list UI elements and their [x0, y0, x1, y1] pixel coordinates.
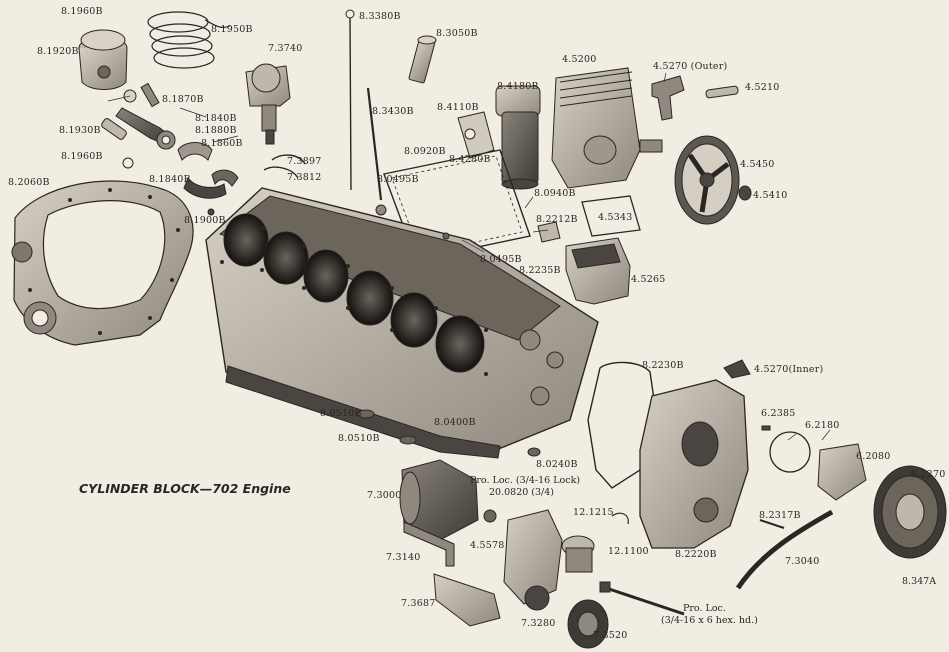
- piston-ring-set: [147, 11, 231, 69]
- dipstick-part: [345, 9, 387, 216]
- part-label-8-0920b: 8.0920B: [404, 146, 446, 157]
- front-cover-part: [639, 359, 751, 549]
- cylinder-block-part: [205, 187, 599, 459]
- bracket-part: [503, 509, 563, 605]
- part-label-8-2317b: 8.2317B: [759, 510, 801, 521]
- part-label-7-3140: 7.3140: [386, 552, 421, 563]
- diagram-title: CYLINDER BLOCK—702 Engine: [79, 481, 291, 496]
- part-label-6-2080: 6.2080: [856, 451, 891, 462]
- part-label-4-5343: 4.5343: [598, 212, 633, 223]
- pro-loc-bolt-note-line2: (3/4-16 x 6 hex. hd.): [661, 615, 758, 626]
- part-label-8-4110b: 8.4110B: [437, 102, 479, 113]
- part-label-4-5270-outer: 4.5270 (Outer): [653, 61, 728, 72]
- part-label-7-3520: 7.3520: [593, 630, 628, 641]
- wrist-pin-part: [101, 118, 127, 140]
- plate-part: [537, 195, 641, 243]
- compressor-bracket-part: [651, 75, 739, 121]
- part-label-8-1930b: 8.1930B: [59, 125, 101, 136]
- part-label-8-3050b: 8.3050B: [436, 28, 478, 39]
- pro-loc-bolt-note-line1: Pro. Loc.: [683, 603, 726, 614]
- fuel-pump-part: [561, 512, 629, 573]
- part-label-8-1900b: 8.1900B: [184, 215, 226, 226]
- part-label-7-3740: 7.3740: [268, 43, 303, 54]
- part-label-8-0940b: 8.0940B: [534, 188, 576, 199]
- pro-loc-lock-note-line2: 20.0820 (3/4): [489, 487, 555, 498]
- part-label-4-5410: 4.5410: [753, 190, 788, 201]
- generator-strap-part: [403, 521, 501, 627]
- part-label-8-2235b: 8.2235B: [519, 265, 561, 276]
- part-label-8-2060b: 8.2060B: [8, 177, 50, 188]
- part-label-8-3430b: 8.3430B: [372, 106, 414, 117]
- part-label-8-2220b: 8.2220B: [675, 549, 717, 560]
- air-compressor-part: [551, 67, 663, 189]
- part-label-8-1840b-a: 8.1840B: [195, 113, 237, 124]
- part-label-6-2180: 6.2180: [805, 420, 840, 431]
- part-label-7-3687: 7.3687: [401, 598, 436, 609]
- compressor-pulley-part: [674, 135, 752, 225]
- generator-part: [399, 459, 497, 541]
- part-label-8-2212b: 8.2212B: [536, 214, 578, 225]
- part-label-8-2230b: 8.2230B: [642, 360, 684, 371]
- part-label-6-2270: 6.2270: [911, 469, 946, 480]
- bell-housing-part: [11, 180, 194, 346]
- part-label-8-1860b: 8.1860B: [201, 138, 243, 149]
- connecting-rod-part: [115, 82, 176, 150]
- part-label-7-3812: 7.3812: [287, 172, 322, 183]
- part-label-8-1840b-b: 8.1840B: [149, 174, 191, 185]
- fan-pulley-part: [873, 465, 947, 559]
- part-label-8-0510b-b: 8.0510B: [338, 433, 380, 444]
- part-label-4-5210: 4.5210: [745, 82, 780, 93]
- part-label-12-1100: 12.1100: [608, 546, 649, 557]
- snap-ring-part: [122, 157, 215, 216]
- front-cover-gasket-part: [587, 361, 661, 489]
- housing-part: [565, 237, 631, 305]
- part-label-8-3380b: 8.3380B: [359, 11, 401, 22]
- part-label-8-1950b: 8.1950B: [211, 24, 253, 35]
- part-label-6-2385: 6.2385: [761, 408, 796, 419]
- part-label-7-3040: 7.3040: [785, 556, 820, 567]
- piston-part: [78, 29, 128, 90]
- oil-filter-part: [457, 85, 541, 190]
- part-label-8-1880b: 8.1880B: [195, 125, 237, 136]
- leader-lines: [107, 72, 831, 441]
- part-label-12-1215: 12.1215: [573, 507, 614, 518]
- part-label-8-0240b: 8.0240B: [536, 459, 578, 470]
- part-label-7-3280: 7.3280: [521, 618, 556, 629]
- part-label-8-4180b: 8.4180B: [497, 81, 539, 92]
- part-label-8-0495b-b: 8.0495B: [480, 254, 522, 265]
- part-label-8-1960b: 8.1960B: [61, 6, 103, 17]
- oil-filler-part: [408, 35, 437, 84]
- part-label-7-3000: 7.3000: [367, 490, 402, 501]
- part-label-8-0495b-a: 8.0495B: [377, 174, 419, 185]
- pro-loc-lock-note-line1: Pro. Loc. (3/4-16 Lock): [470, 475, 581, 486]
- part-label-7-3897: 7.3897: [287, 156, 322, 167]
- part-label-4-5200: 4.5200: [562, 54, 597, 65]
- part-label-4-5265: 4.5265: [631, 274, 666, 285]
- bolt-part: [599, 581, 685, 616]
- part-label-8-4280b: 8.4280B: [449, 154, 491, 165]
- distributor-part: [245, 63, 306, 179]
- part-label-4-5450: 4.5450: [740, 159, 775, 170]
- part-label-8-0400b: 8.0400B: [434, 417, 476, 428]
- part-label-8-1960b-b: 8.1960B: [61, 151, 103, 162]
- part-label-8-0510b-a: 8.0510B: [320, 408, 362, 419]
- water-pump-part: [761, 425, 867, 501]
- part-label-8-1920b: 8.1920B: [37, 46, 79, 57]
- figure-number: 8.347A: [902, 576, 937, 587]
- part-label-8-1870b: 8.1870B: [162, 94, 204, 105]
- drive-gear-part: [524, 585, 609, 649]
- part-label-4-5578: 4.5578: [470, 540, 505, 551]
- rod-bearing-part: [177, 142, 239, 199]
- part-label-4-5270-inner: 4.5270(Inner): [754, 364, 824, 375]
- plug-parts: [357, 232, 541, 457]
- belt-part: [735, 509, 834, 590]
